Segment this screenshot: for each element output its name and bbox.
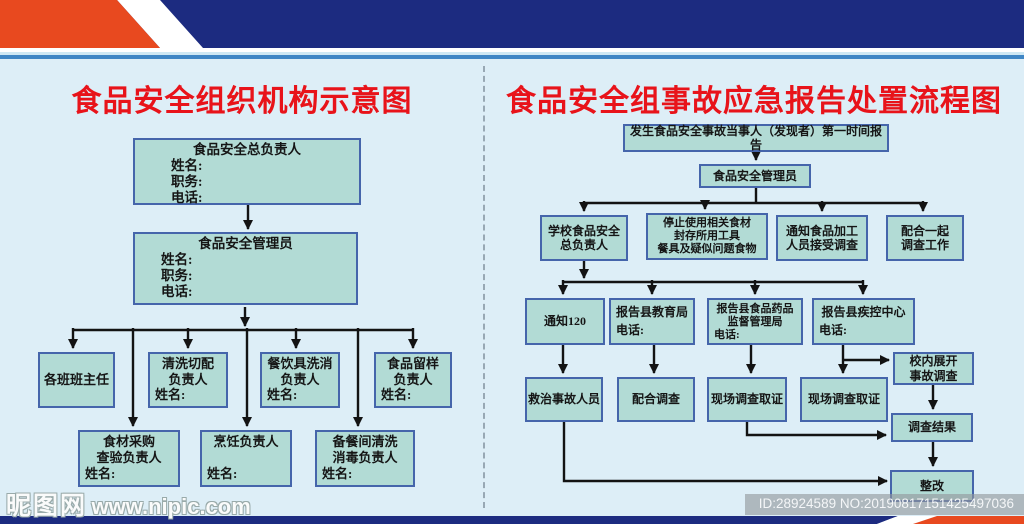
node-rescue-victims: 救治事故人员: [525, 377, 603, 422]
top-banner: [0, 0, 1024, 59]
node-report-fda: 报告县食品药品 监督管理局 电话:: [707, 298, 803, 345]
node-incident-report: 发生食品安全事故当事人（发现者）第一时间报告: [623, 124, 889, 152]
node-safety-manager-right: 食品安全管理员: [699, 164, 811, 188]
node-school-investigation: 校内展开 事故调查: [893, 352, 974, 385]
cook-name-field: 姓名:: [207, 466, 238, 482]
node-school-head: 学校食品安全 总负责人: [540, 215, 628, 261]
node-notify-staff: 通知食品加工 人员接受调查: [776, 215, 868, 261]
site-logo: 昵图网: [6, 492, 88, 520]
left-chart-title: 食品安全组织机构示意图: [71, 85, 413, 118]
cdc-title: 报告县疾控中心: [821, 305, 906, 320]
node-class-teacher: 各班班主任: [38, 352, 115, 408]
node-report-cdc: 报告县疾控中心 电话:: [812, 298, 915, 345]
node-cook-leader: 烹饪负责人 姓名:: [200, 430, 292, 487]
node-safety-manager-left: 食品安全管理员 姓名: 职务: 电话:: [133, 232, 358, 305]
edu-bureau-title: 报告县教育局: [615, 305, 688, 320]
pantry-title: 备餐间清洗 消毒负责人: [332, 434, 398, 465]
node-dishware-wash-leader: 餐饮具洗消 负责人 姓名:: [260, 352, 340, 408]
food-safety-head-fields: 姓名: 职务: 电话:: [171, 158, 203, 206]
assist-investigation-label: 配合调查: [631, 392, 680, 407]
node-wash-cut-leader: 清洗切配 负责人 姓名:: [148, 352, 228, 408]
dishware-name-field: 姓名:: [267, 387, 298, 403]
node-call-120: 通知120: [525, 298, 605, 345]
school-head-label: 学校食品安全 总负责人: [547, 223, 620, 252]
call-120-label: 通知120: [543, 314, 586, 329]
node-assist-investigation: 配合调查: [617, 377, 695, 422]
safety-manager-left-fields: 姓名: 职务: 电话:: [161, 252, 193, 300]
rectification-label: 整改: [919, 478, 944, 493]
node-cooperate-investigation: 配合一起 调查工作: [886, 215, 964, 261]
node-report-edu-bureau: 报告县教育局 电话:: [609, 298, 695, 345]
rescue-victims-label: 救治事故人员: [527, 392, 600, 407]
notify-staff-label: 通知食品加工 人员接受调查: [785, 223, 858, 252]
school-investigation-label: 校内展开 事故调查: [909, 354, 958, 383]
pantry-name-field: 姓名:: [322, 466, 353, 482]
safety-manager-left-title: 食品安全管理员: [198, 236, 293, 251]
scene-evidence-1-label: 现场调查取证: [710, 392, 783, 407]
site-url: www.nipic.com: [91, 494, 251, 519]
right-chart-title: 食品安全组事故应急报告处置流程图: [506, 85, 1002, 118]
dishware-title: 餐饮具洗消 负责人: [267, 356, 333, 387]
panel-divider: [483, 66, 485, 508]
fda-phone-field: 电话:: [714, 328, 740, 341]
cooperate-investigation-label: 配合一起 调查工作: [900, 223, 949, 252]
purchase-name-field: 姓名:: [85, 466, 116, 482]
node-food-safety-head: 食品安全总负责人 姓名: 职务: 电话:: [133, 138, 361, 205]
wash-cut-name-field: 姓名:: [155, 387, 186, 403]
node-food-sample-leader: 食品留样 负责人 姓名:: [374, 352, 452, 408]
safety-manager-right-label: 食品安全管理员: [712, 168, 797, 183]
scene-evidence-2-label: 现场调查取证: [807, 392, 880, 407]
incident-report-label: 发生食品安全事故当事人（发现者）第一时间报告: [629, 123, 882, 152]
node-stop-use-seal: 停止使用相关食材 封存所用工具 餐具及疑似问题食物: [646, 213, 768, 260]
node-investigation-result: 调查结果: [891, 413, 973, 442]
sample-title: 食品留样 负责人: [386, 356, 439, 387]
food-safety-head-title: 食品安全总负责人: [193, 142, 301, 157]
node-scene-evidence-1: 现场调查取证: [707, 377, 787, 422]
cdc-phone-field: 电话:: [819, 322, 847, 337]
fda-title: 报告县食品药品 监督管理局: [716, 303, 794, 329]
class-teacher-label: 各班班主任: [43, 372, 109, 388]
node-scene-evidence-2: 现场调查取证: [800, 377, 888, 422]
site-watermark: 昵图网 www.nipic.com: [6, 486, 251, 522]
wash-cut-title: 清洗切配 负责人: [161, 356, 214, 387]
id-stamp: ID:28924589 NO:20190817151425497036: [744, 494, 1024, 515]
investigation-result-label: 调查结果: [907, 420, 956, 435]
sample-name-field: 姓名:: [381, 387, 412, 403]
node-purchase-inspect-leader: 食材采购 查验负责人 姓名:: [78, 430, 180, 487]
cook-title: 烹饪负责人: [213, 434, 279, 449]
node-pantry-clean-leader: 备餐间清洗 消毒负责人 姓名:: [315, 430, 415, 487]
purchase-title: 食材采购 查验负责人: [96, 434, 162, 465]
edu-bureau-phone-field: 电话:: [616, 322, 644, 337]
stop-use-seal-label: 停止使用相关食材 封存所用工具 餐具及疑似问题食物: [657, 217, 757, 255]
